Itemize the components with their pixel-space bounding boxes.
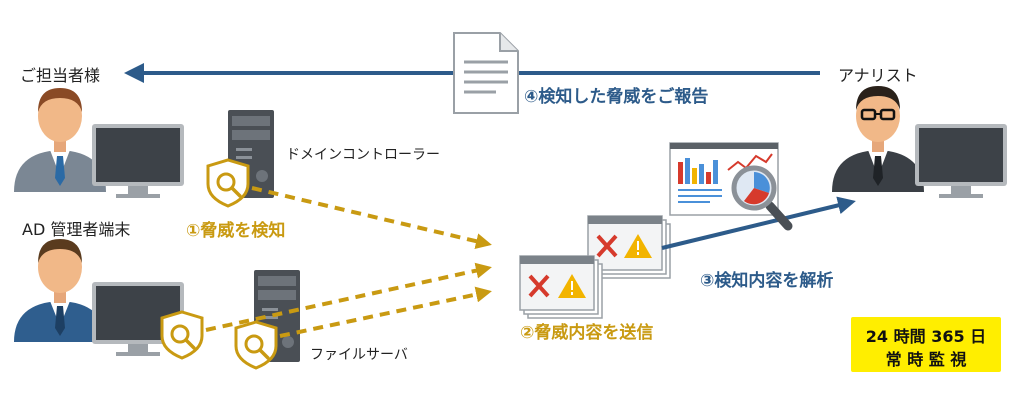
ad-admin-person-icon bbox=[14, 239, 106, 342]
ad-terminal-shield-icon bbox=[160, 310, 204, 360]
domain-controller-label: ドメインコントローラー bbox=[286, 147, 440, 163]
badge-line-2: 常 時 監 視 bbox=[885, 350, 967, 369]
file-server-label: ファイルサーバ bbox=[310, 347, 408, 363]
dc-to-alerts-arrow bbox=[251, 186, 492, 250]
analyst-person-icon bbox=[832, 86, 924, 192]
analyst-label: アナリスト bbox=[838, 66, 918, 85]
threat-send-arrows bbox=[205, 186, 492, 338]
ad-terminal-label: AD 管理者端末 bbox=[22, 220, 131, 239]
report-document-icon bbox=[453, 32, 519, 114]
fileserver-to-alerts-arrow bbox=[279, 286, 492, 338]
file-server-shield-icon bbox=[234, 320, 278, 370]
recipient-person-icon bbox=[14, 88, 106, 192]
analyze-arrow bbox=[661, 196, 856, 250]
alert-window-back bbox=[587, 215, 671, 279]
analyst-monitor-icon bbox=[915, 124, 1007, 198]
alert-window-front bbox=[519, 255, 603, 319]
magnifier-icon bbox=[731, 165, 793, 231]
step-detect-label: ①脅威を検知 bbox=[186, 221, 286, 241]
step-send-label: ②脅威内容を送信 bbox=[520, 323, 654, 343]
monitoring-badge: 24 時間 365 日 常 時 監 視 bbox=[851, 317, 1001, 372]
step-analyze-label: ③検知内容を解析 bbox=[700, 271, 834, 291]
recipient-label: ご担当者様 bbox=[20, 66, 101, 85]
badge-line-1: 24 時間 365 日 bbox=[865, 327, 987, 346]
step-report-label: ④検知した脅威をご報告 bbox=[524, 87, 709, 107]
domain-controller-shield-icon bbox=[206, 158, 250, 208]
terminal-to-alerts-arrow bbox=[205, 262, 492, 332]
recipient-monitor-icon bbox=[92, 124, 184, 198]
